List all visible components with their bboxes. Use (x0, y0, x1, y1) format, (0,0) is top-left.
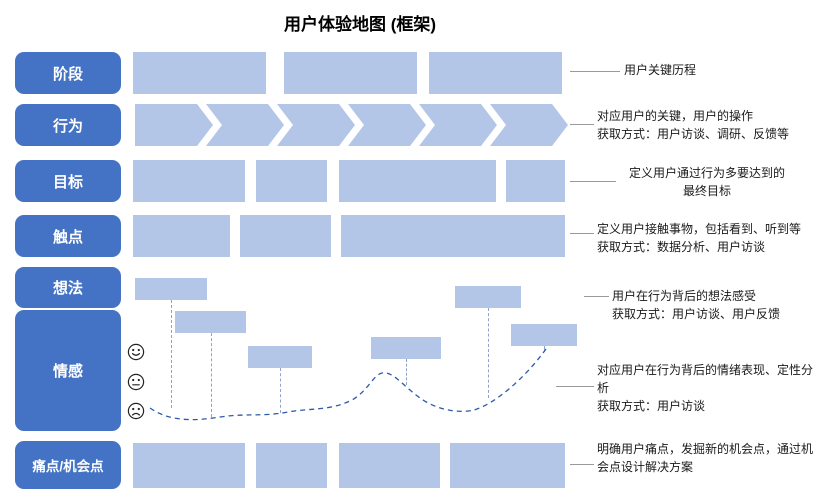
drop-line (406, 359, 407, 385)
note-line: 定义用户接触事物，包括看到、听到等 (597, 222, 802, 236)
note-emotion: 对应用户在行为背后的情绪表现、定性分析 获取方式：用户访谈 (597, 361, 819, 415)
note-line: 对应用户在行为背后的情绪表现、定性分析 (597, 363, 814, 395)
note-line: 明确用户痛点，发掘新的机会点，通过机会点设计解决方案 (597, 442, 814, 474)
thought-block (371, 337, 441, 359)
row-label-goal: 目标 (15, 160, 121, 202)
row-label-behavior: 行为 (15, 104, 121, 146)
drop-line (544, 346, 545, 352)
thought-block (175, 311, 246, 333)
note-connector (570, 464, 594, 465)
pain-block (256, 443, 327, 488)
note-line: 对应用户的关键，用户的操作 (597, 109, 754, 123)
stage-block (429, 52, 562, 94)
stage-block (284, 52, 417, 94)
page-title: 用户体验地图 (框架) (283, 15, 437, 34)
note-line: 用户在行为背后的想法感受 (612, 289, 757, 303)
stage-block (133, 52, 266, 94)
note-connector (584, 296, 609, 297)
behavior-chevron (348, 104, 426, 146)
goal-block (256, 160, 327, 202)
touchpoint-block (133, 215, 230, 257)
sad-face-icon (127, 402, 145, 420)
touchpoint-block (240, 215, 331, 257)
note-connector (570, 233, 594, 234)
thought-block (248, 346, 312, 368)
note-connector (570, 71, 620, 72)
note-line: 获取方式：用户访谈、用户反馈 (612, 307, 781, 321)
behavior-chevron (490, 104, 568, 146)
note-touchpoint: 定义用户接触事物，包括看到、听到等 获取方式：数据分析、用户访谈 (597, 220, 825, 256)
note-pain: 明确用户痛点，发掘新的机会点，通过机会点设计解决方案 (597, 440, 823, 476)
note-line: 定义用户通过行为多要达到的 (628, 166, 785, 180)
pain-block (450, 443, 565, 488)
row-label-thoughts: 想法 (15, 267, 121, 308)
pain-block (339, 443, 440, 488)
note-connector (570, 124, 594, 125)
note-connector (570, 181, 616, 182)
note-line: 获取方式：数据分析、用户访谈 (597, 240, 766, 254)
touchpoint-block (341, 215, 565, 257)
behavior-chevron (206, 104, 284, 146)
emotion-curve (130, 270, 580, 440)
behavior-chevron (277, 104, 355, 146)
drop-line (211, 333, 212, 417)
drop-line (280, 368, 281, 413)
row-label-emotion: 情感 (15, 310, 121, 431)
goal-block (506, 160, 565, 202)
behavior-chevron (135, 104, 213, 146)
note-behavior: 对应用户的关键，用户的操作 获取方式：用户访谈、调研、反馈等 (597, 107, 825, 143)
neutral-face-icon (127, 373, 145, 391)
goal-block (339, 160, 496, 202)
row-label-touchpoint: 触点 (15, 215, 121, 257)
happy-face-icon (127, 343, 145, 361)
drop-line (171, 300, 172, 408)
thought-block (455, 286, 521, 308)
note-thoughts: 用户在行为背后的想法感受 获取方式：用户访谈、用户反馈 (612, 287, 824, 323)
note-line: 用户关键历程 (624, 63, 697, 77)
note-goal: 定义用户通过行为多要达到的 最终目标 (601, 164, 813, 200)
note-connector (556, 386, 594, 387)
row-label-stage: 阶段 (15, 52, 121, 94)
drop-line (488, 308, 489, 398)
thought-block (511, 324, 577, 346)
note-stage: 用户关键历程 (624, 61, 696, 79)
note-line: 最终目标 (682, 184, 731, 198)
pain-block (133, 443, 245, 488)
row-label-pain: 痛点/机会点 (15, 441, 121, 489)
goal-block (133, 160, 245, 202)
behavior-chevron (419, 104, 497, 146)
thought-block (135, 278, 207, 300)
note-line: 获取方式：用户访谈、调研、反馈等 (597, 127, 790, 141)
note-line: 获取方式：用户访谈 (597, 399, 706, 413)
